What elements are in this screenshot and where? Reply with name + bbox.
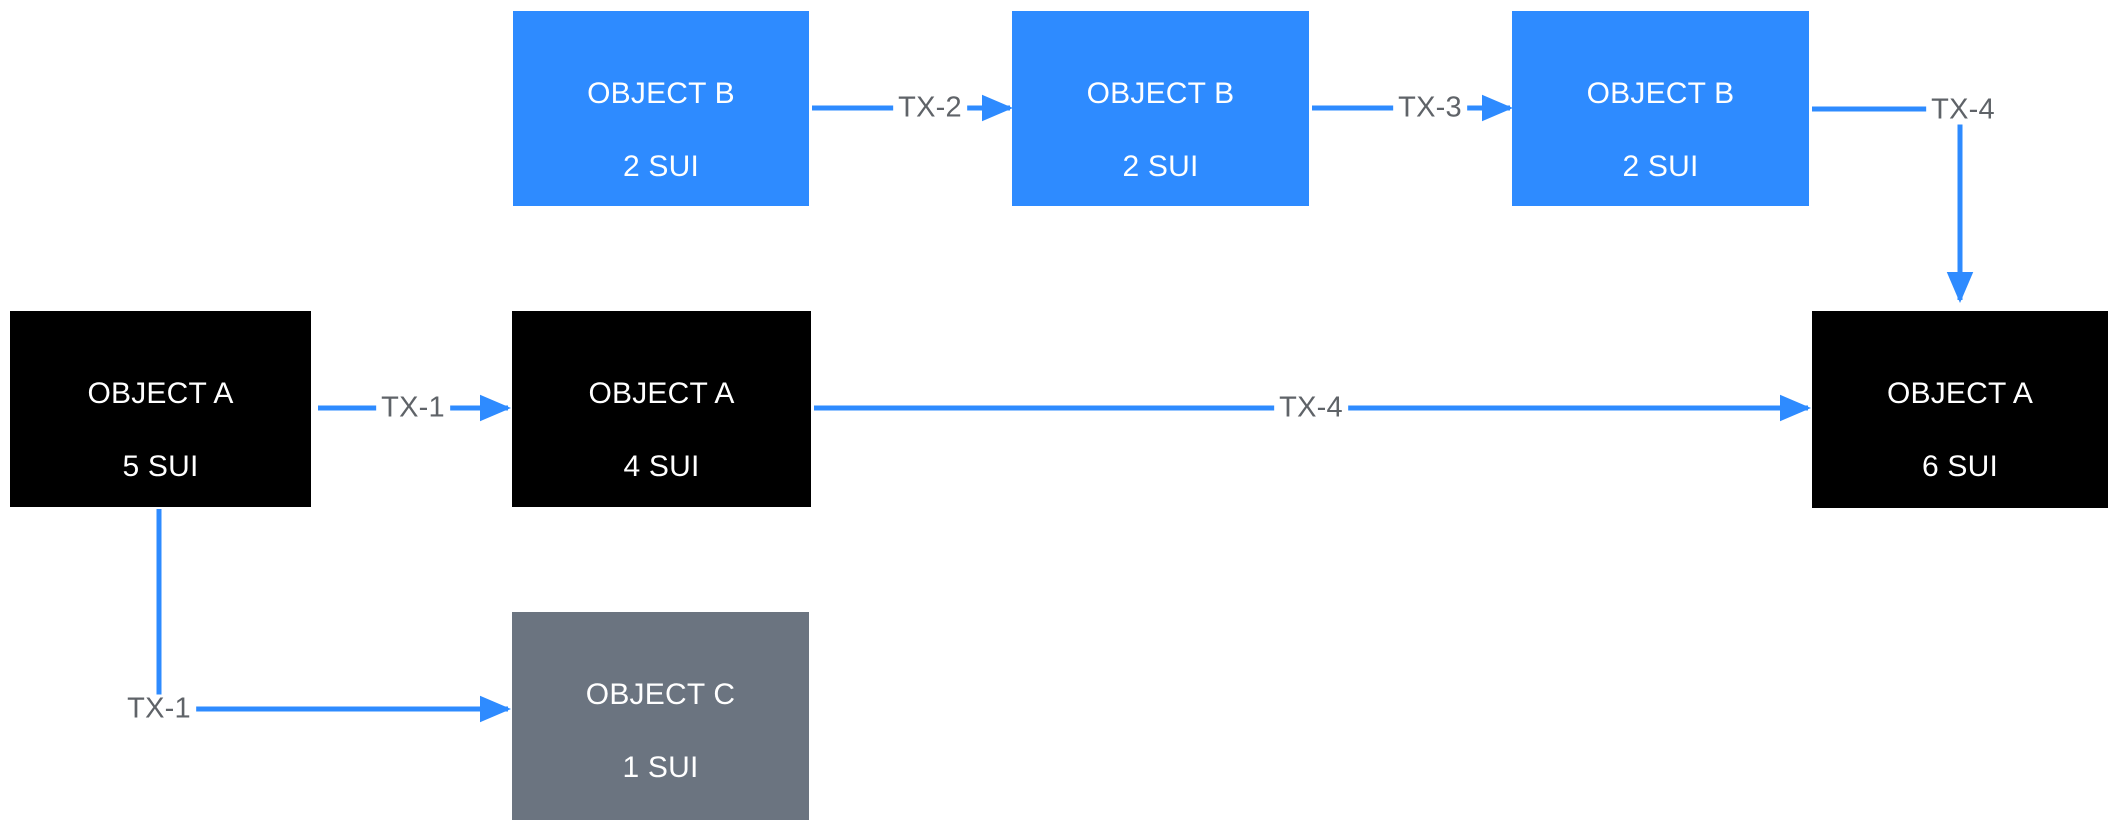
node-amount: 1 SUI <box>622 750 699 784</box>
edge-label-tx-1-branch: TX-1 <box>122 694 196 724</box>
node-amount: 2 SUI <box>1622 149 1699 183</box>
node-header: OBJECT A 5 SUI <box>87 339 233 507</box>
node-amount: 2 SUI <box>1122 149 1199 183</box>
node-title: OBJECT B <box>1086 76 1235 110</box>
edge-label-tx-3: TX-3 <box>1393 93 1467 123</box>
node-title: OBJECT B <box>1586 76 1735 110</box>
edge-label-tx-1: TX-1 <box>376 393 450 423</box>
node-object-b-tom[interactable]: OBJECT B 2 SUI TOM <box>1512 11 1809 206</box>
node-amount: 2 SUI <box>622 149 700 183</box>
node-header: OBJECT C 1 SUI <box>586 640 735 820</box>
node-header: OBJECT B 2 SUI <box>1087 39 1235 206</box>
node-title: OBJECT B <box>587 76 735 110</box>
node-header: OBJECT A 4 SUI <box>588 339 734 507</box>
node-object-a-tom-5[interactable]: OBJECT A 5 SUI TOM <box>10 311 311 507</box>
node-amount: 4 SUI <box>623 449 700 483</box>
node-title: OBJECT A <box>1886 376 2034 410</box>
node-title: OBJECT A <box>588 376 735 410</box>
edge-label-tx-4-vertical: TX-4 <box>1926 95 2000 125</box>
node-title: OBJECT A <box>87 376 234 410</box>
node-header: OBJECT B 2 SUI <box>1587 39 1735 206</box>
node-header: OBJECT B 2 SUI <box>587 39 735 206</box>
node-object-b-john[interactable]: OBJECT B 2 SUI JOHN <box>513 11 809 206</box>
node-header: OBJECT A 6 SUI <box>1887 339 2033 508</box>
node-object-c-alice[interactable]: OBJECT C 1 SUI ALICE <box>512 612 809 820</box>
edge-tx-4-vertical-path <box>1812 106 1974 304</box>
node-object-b-alice[interactable]: OBJECT B 2 SUI ALICE <box>1012 11 1309 206</box>
node-title: OBJECT C <box>585 677 736 711</box>
node-amount: 5 SUI <box>122 449 199 483</box>
node-amount: 6 SUI <box>1921 449 1999 483</box>
node-object-a-tom-4[interactable]: OBJECT A 4 SUI TOM <box>512 311 811 507</box>
edge-tx-1-branch-path <box>156 509 512 723</box>
edge-label-tx-2: TX-2 <box>893 93 967 123</box>
node-object-a-john-6[interactable]: OBJECT A 6 SUI JOHN <box>1812 311 2108 508</box>
edge-label-tx-4-long: TX-4 <box>1274 393 1348 423</box>
